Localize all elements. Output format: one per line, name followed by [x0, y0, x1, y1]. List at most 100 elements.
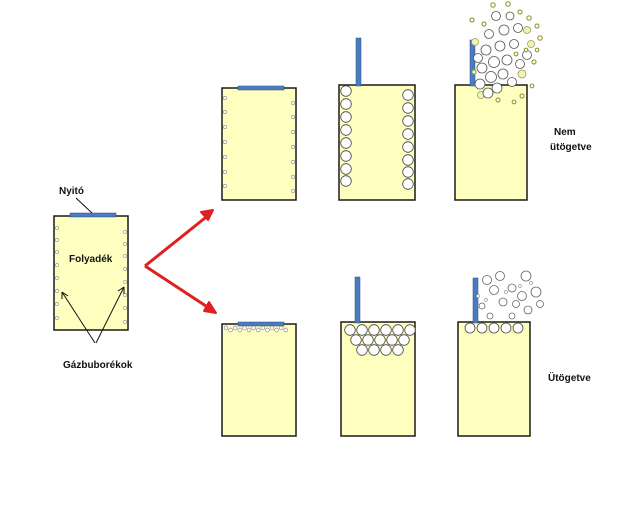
- bubble: [527, 40, 535, 48]
- bubble: [55, 226, 59, 230]
- bubble: [246, 327, 252, 333]
- bubble: [223, 184, 228, 189]
- bubble: [513, 51, 519, 57]
- bubble: [290, 130, 295, 135]
- bubble: [350, 334, 362, 346]
- bubble: [478, 302, 486, 310]
- bubble: [495, 97, 501, 103]
- bubble: [242, 325, 247, 331]
- opener-label: Nyitó: [59, 186, 84, 197]
- bubble: [488, 322, 500, 334]
- initial-liquid-box: [53, 215, 129, 331]
- bubble: [504, 290, 508, 294]
- bubble: [55, 316, 59, 320]
- bottom-panel-1-opener: [237, 321, 285, 327]
- bubble: [507, 283, 517, 293]
- bubble: [340, 124, 352, 136]
- opener-pointer-line: [75, 197, 93, 214]
- bubble: [517, 69, 527, 79]
- bubble: [520, 270, 532, 282]
- bubble: [228, 327, 233, 333]
- bubble: [368, 324, 380, 336]
- bubble: [489, 285, 499, 295]
- bubble: [55, 250, 59, 254]
- bubble: [340, 150, 352, 162]
- top-panel-3-bubbles: [469, 1, 543, 105]
- bubble: [223, 110, 228, 115]
- bubble: [251, 325, 256, 331]
- bubble: [123, 254, 127, 258]
- bubble: [55, 289, 59, 293]
- bubble: [509, 39, 519, 49]
- bubble: [344, 324, 356, 336]
- bubble: [480, 44, 492, 56]
- initial-opener-bar: [69, 212, 117, 218]
- bubble: [269, 325, 275, 331]
- bubble: [511, 99, 517, 105]
- bubble: [507, 77, 517, 87]
- bubble: [290, 101, 295, 106]
- bubble: [531, 59, 537, 65]
- tapped-label: Ütögetve: [548, 371, 591, 384]
- bubble: [392, 324, 404, 336]
- bubble: [380, 344, 392, 356]
- bubble: [368, 344, 380, 356]
- liquid-label: Folyadék: [69, 254, 113, 265]
- bubble: [356, 324, 368, 336]
- bubble: [501, 54, 513, 66]
- bubble: [55, 263, 59, 267]
- bubble: [512, 322, 524, 334]
- bubble: [529, 83, 535, 89]
- bubble: [290, 175, 295, 180]
- bubble: [340, 163, 352, 175]
- bubble: [279, 325, 284, 331]
- bubble: [340, 137, 352, 149]
- bottom-panel-3-straw: [472, 277, 479, 324]
- bubble: [123, 242, 127, 246]
- bubble: [223, 125, 228, 130]
- bubble: [340, 175, 352, 187]
- red-arrows: [144, 209, 217, 314]
- bottom-panel-3-bubbles: [464, 270, 544, 334]
- top-panel-1-bubbles: [223, 96, 295, 194]
- bubble: [518, 284, 522, 288]
- bottom-panel-1-bubbles: [223, 325, 288, 333]
- bubble: [469, 17, 475, 23]
- bubble: [471, 38, 479, 46]
- not-tapped-label-line2: ütögetve: [550, 142, 592, 153]
- bubble: [290, 160, 295, 165]
- bubble: [392, 344, 404, 356]
- bubble: [491, 11, 501, 21]
- bubble: [471, 69, 477, 75]
- bubble: [260, 325, 265, 331]
- bubble: [386, 334, 398, 346]
- bubble: [484, 29, 494, 39]
- arrow-up: [144, 212, 211, 268]
- bubble: [123, 267, 127, 271]
- bubble: [123, 293, 127, 297]
- bubble: [523, 305, 533, 315]
- bubble: [223, 325, 229, 331]
- bubble: [482, 87, 494, 99]
- bubble: [223, 155, 228, 160]
- bubble: [290, 145, 295, 150]
- bottom-panel-2-straw: [354, 276, 361, 324]
- bubble: [494, 40, 506, 52]
- bubble: [474, 78, 486, 90]
- bubble: [402, 89, 414, 101]
- bubble: [534, 47, 540, 53]
- bubble: [526, 15, 532, 21]
- bubble: [505, 1, 511, 7]
- bubble: [123, 320, 127, 324]
- bottom-panel-3: [457, 270, 544, 437]
- bubble: [340, 98, 352, 110]
- bubble: [402, 102, 414, 114]
- bubble: [481, 21, 487, 27]
- bubble: [402, 178, 414, 190]
- bubble: [519, 93, 525, 99]
- initial-container: [53, 212, 129, 331]
- bubbles-pointer-lines: [61, 286, 125, 344]
- bubble: [517, 9, 523, 15]
- bubble: [265, 327, 270, 333]
- bubble: [237, 327, 243, 333]
